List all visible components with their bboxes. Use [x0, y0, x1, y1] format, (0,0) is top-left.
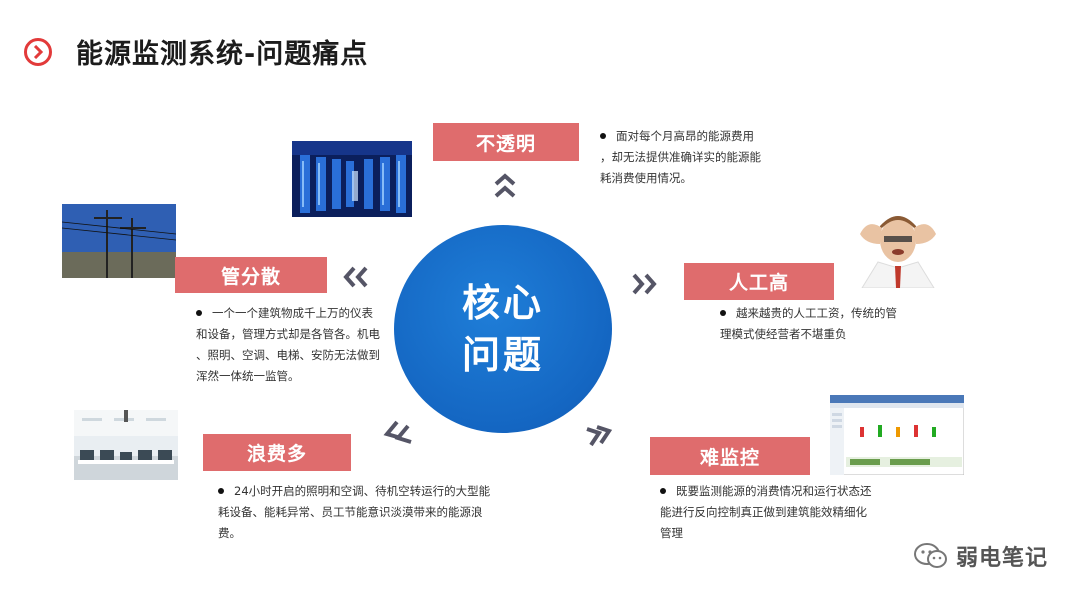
- tag-opaque: 不透明: [433, 123, 579, 161]
- core-line-1: 核心: [461, 281, 544, 325]
- chevron-up-icon: [493, 172, 517, 200]
- watermark: 弱电笔记: [913, 540, 1048, 572]
- chevron-right-double-icon: [628, 272, 658, 296]
- desc-high-labor: 越来越贵的人工工资，传统的管 理模式使经营者不堪重负: [720, 306, 897, 341]
- wechat-icon: [913, 543, 947, 568]
- chevron-down-right-icon: [583, 425, 613, 451]
- monitoring-software-image: [830, 395, 964, 475]
- tag-waste: 浪费多: [203, 434, 351, 471]
- desc-opaque: 面对每个月高昂的能源费用 ，却无法提供准确详实的能源能 耗消费使用情况。: [600, 129, 761, 185]
- core-line-2: 问题: [461, 333, 544, 377]
- chevron-left-icon: [342, 265, 372, 289]
- power-pole-image: [62, 204, 176, 278]
- desc-waste: 24小时开启的照明和空调、待机空转运行的大型能 耗设备、能耗异常、员工节能意识淡…: [218, 484, 491, 540]
- stressed-man-image: [842, 204, 954, 288]
- server-room-image: [292, 141, 412, 217]
- desc-hard-to-monitor: 既要监测能源的消费情况和运行状态还 能进行反向控制真正做到建筑能效精细化 管理: [660, 484, 872, 540]
- chevron-right-icon: [24, 38, 52, 66]
- tag-hard-to-monitor: 难监控: [650, 437, 810, 475]
- office-image: [74, 410, 178, 480]
- tag-scattered: 管分散: [175, 257, 327, 293]
- chevron-down-left-icon: [383, 420, 413, 446]
- desc-scattered: 一个一个建筑物成千上万的仪表 和设备，管理方式却是各管各。机电 、照明、空调、电…: [196, 306, 380, 383]
- core-problem-circle: 核心 问题: [394, 225, 612, 433]
- watermark-text: 弱电笔记: [955, 546, 1048, 571]
- page-title: 能源监测系统-问题痛点: [76, 39, 369, 70]
- tag-high-labor: 人工高: [684, 263, 834, 300]
